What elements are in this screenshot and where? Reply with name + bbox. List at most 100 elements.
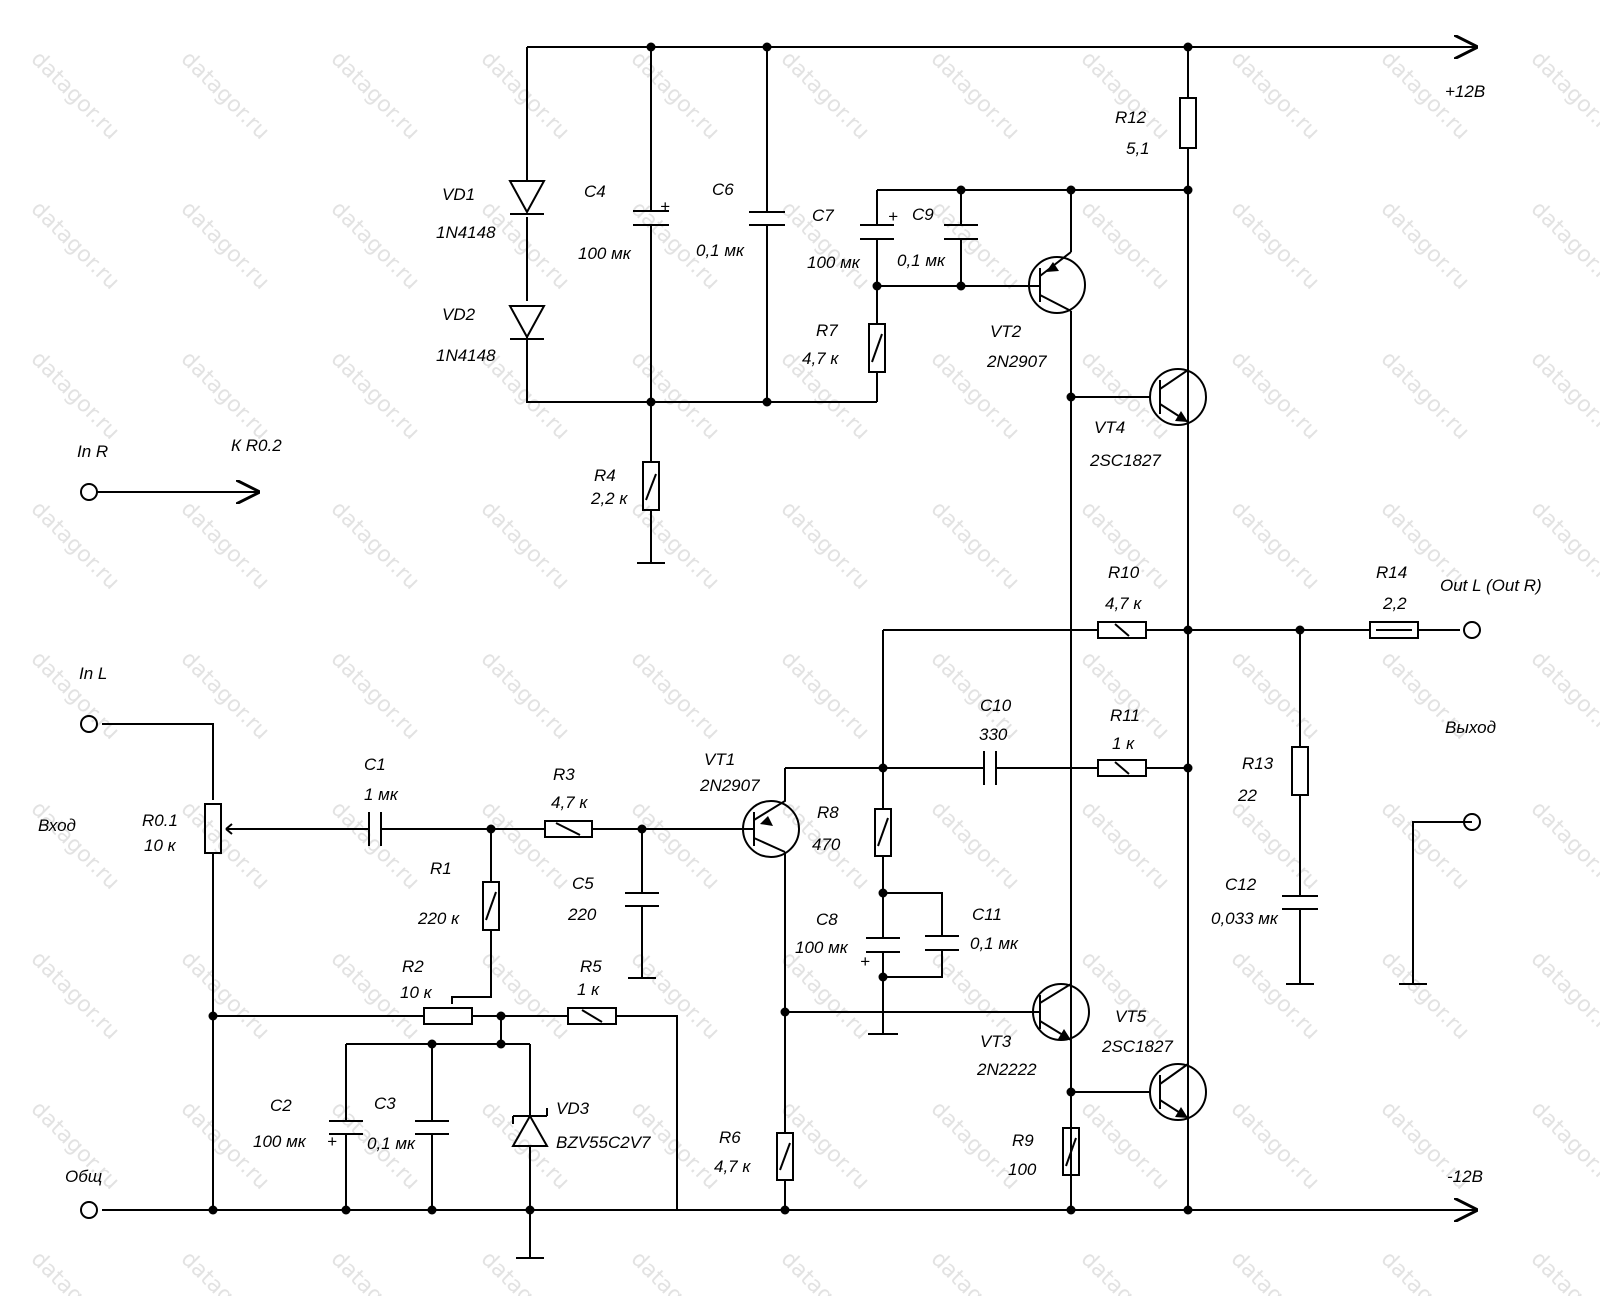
vd2-value: 1N4148 xyxy=(436,346,496,365)
terminal-in-r xyxy=(80,483,98,501)
watermark-text: datagor.ru xyxy=(776,47,874,145)
vd3-ref: VD3 xyxy=(556,1099,590,1118)
vt2-value: 2N2907 xyxy=(986,352,1047,371)
terminal-out-gnd xyxy=(1463,813,1481,831)
watermark-text: datagor.ru xyxy=(1076,797,1174,895)
watermark-text: datagor.ru xyxy=(326,197,424,295)
vt1-ref: VT1 xyxy=(704,750,735,769)
vt2-ref: VT2 xyxy=(990,322,1022,341)
r4-ref: R4 xyxy=(594,466,616,485)
r11-value: 1 к xyxy=(1112,734,1135,753)
watermark-text: datagor.ru xyxy=(1226,197,1324,295)
r6-value: 4,7 к xyxy=(714,1157,751,1176)
resistor-r14 xyxy=(1369,621,1419,639)
watermark-text: datagor.ru xyxy=(176,47,274,145)
in-l-label: In L xyxy=(79,664,107,683)
watermark-text: datagor.ru xyxy=(1376,1247,1474,1296)
watermark-text: datagor.ru xyxy=(776,497,874,595)
capacitor-c7 xyxy=(860,224,894,240)
r10-value: 4,7 к xyxy=(1105,594,1142,613)
c7-value: 100 мк xyxy=(807,253,861,272)
watermark-text: datagor.ru xyxy=(176,647,274,745)
junction-dots xyxy=(208,42,1305,1215)
r9-value: 100 xyxy=(1008,1160,1037,1179)
watermark-text: datagor.ru xyxy=(1526,947,1600,1045)
c9-value: 0,1 мк xyxy=(897,251,946,270)
watermark-text: datagor.ru xyxy=(926,1247,1024,1296)
r14-ref: R14 xyxy=(1376,563,1407,582)
polarity-marks: + + + + xyxy=(327,197,898,1151)
in-r-label: In R xyxy=(77,442,108,461)
vd3-value: BZV55C2V7 xyxy=(556,1133,651,1152)
svg-text:+: + xyxy=(888,207,898,226)
diode-vd2 xyxy=(508,305,546,340)
watermark-text: datagor.ru xyxy=(1376,197,1474,295)
watermark-text: datagor.ru xyxy=(1226,47,1324,145)
r1-value: 220 к xyxy=(417,909,460,928)
r8-ref: R8 xyxy=(817,803,839,822)
terminal-common xyxy=(80,1201,98,1219)
c12-value: 0,033 мк xyxy=(1211,909,1279,928)
c10-value: 330 xyxy=(979,725,1008,744)
watermark-text: datagor.ru xyxy=(1376,347,1474,445)
watermark-text: datagor.ru xyxy=(776,1247,874,1296)
watermark-text: datagor.ru xyxy=(1526,1247,1600,1296)
resistor-r3 xyxy=(544,820,593,838)
svg-text:+: + xyxy=(660,197,670,216)
r8-value: 470 xyxy=(812,835,841,854)
watermark-text: datagor.ru xyxy=(626,947,724,1045)
resistor-r1 xyxy=(482,881,500,931)
watermark-text: datagor.ru xyxy=(476,1247,574,1296)
watermark-text: datagor.ru xyxy=(1526,647,1600,745)
watermark-text: datagor.ru xyxy=(326,347,424,445)
resistor-r10 xyxy=(1097,621,1147,639)
c10-ref: C10 xyxy=(980,696,1012,715)
capacitor-c9 xyxy=(944,224,978,240)
watermark-text: datagor.ru xyxy=(1376,797,1474,895)
c11-ref: C11 xyxy=(972,905,1002,924)
r14-value: 2,2 xyxy=(1382,594,1407,613)
vt1-value: 2N2907 xyxy=(699,776,760,795)
vd1-ref: VD1 xyxy=(442,185,475,204)
watermark-text: datagor.ru xyxy=(626,797,724,895)
c12-ref: C12 xyxy=(1225,875,1257,894)
r0-1-ref: R0.1 xyxy=(142,811,178,830)
transistor-vt4 xyxy=(1149,368,1207,426)
watermark-text: datagor.ru xyxy=(1076,947,1174,1045)
vt4-value: 2SC1827 xyxy=(1089,451,1161,470)
capacitor-c11 xyxy=(925,935,959,951)
watermark-text: datagor.ru xyxy=(626,497,724,595)
resistor-r12 xyxy=(1179,97,1197,149)
watermark-text: datagor.ru xyxy=(26,797,124,895)
watermark-text: datagor.ru xyxy=(326,47,424,145)
watermark-text: datagor.ru xyxy=(26,347,124,445)
vt4-ref: VT4 xyxy=(1094,418,1125,437)
watermark-text: datagor.ru xyxy=(1076,1097,1174,1195)
c11-value: 0,1 мк xyxy=(970,934,1019,953)
watermark-text: datagor.ru xyxy=(626,347,724,445)
c8-ref: C8 xyxy=(816,910,838,929)
c7-ref: C7 xyxy=(812,206,834,225)
transistor-vt1 xyxy=(742,768,800,858)
c2-value: 100 мк xyxy=(253,1132,307,1151)
c1-ref: C1 xyxy=(364,755,386,774)
c4-ref: C4 xyxy=(584,182,606,201)
watermark-text: datagor.ru xyxy=(776,647,874,745)
r11-ref: R11 xyxy=(1110,706,1140,725)
input-word-label: Вход xyxy=(38,816,76,835)
watermark-text: datagor.ru xyxy=(1076,1247,1174,1296)
resistor-r4 xyxy=(642,461,660,511)
watermark-text: datagor.ru xyxy=(1226,647,1324,745)
r10-ref: R10 xyxy=(1108,563,1140,582)
wires xyxy=(97,47,1478,1259)
capacitor-c5 xyxy=(625,892,659,907)
r12-ref: R12 xyxy=(1115,108,1147,127)
watermark-text: datagor.ru xyxy=(626,1247,724,1296)
watermark-text: datagor.ru xyxy=(326,797,424,895)
watermark-text: datagor.ru xyxy=(326,1247,424,1296)
terminal-in-l xyxy=(80,715,98,733)
watermark-text: datagor.ru xyxy=(1076,647,1174,745)
common-label: Общ xyxy=(65,1167,102,1186)
r9-ref: R9 xyxy=(1012,1131,1034,1150)
